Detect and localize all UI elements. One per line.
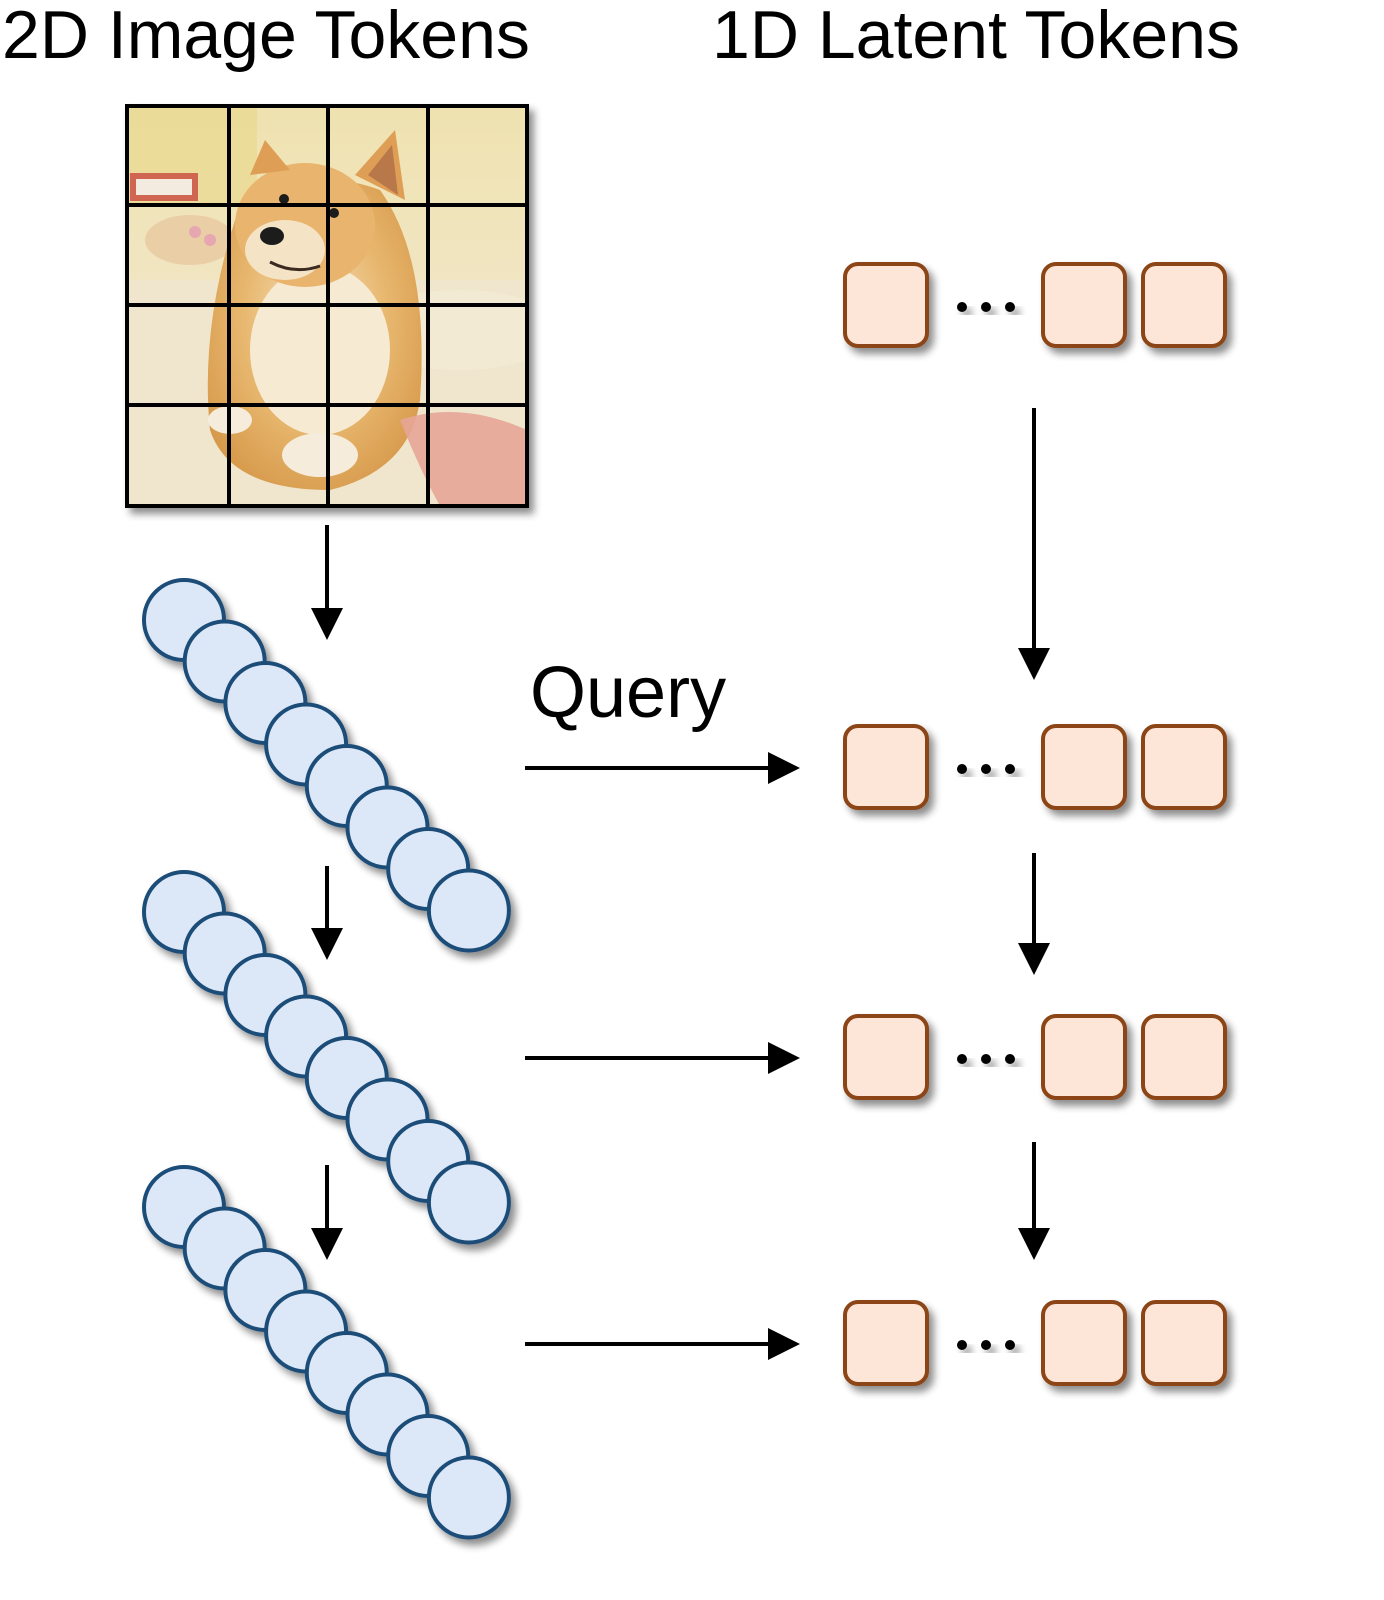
ellipsis-icon <box>957 302 1015 312</box>
latent-tokens-layer-2 <box>843 1014 1227 1100</box>
image-token-sequence-1 <box>142 578 511 953</box>
latent-tokens-layer-3 <box>843 1300 1227 1386</box>
ellipsis-icon <box>957 1054 1015 1064</box>
latent-tokens-layer-1 <box>843 724 1227 810</box>
arrow-right-query-3 <box>525 1328 800 1360</box>
dog-image <box>125 104 529 508</box>
latent-token <box>1041 1300 1127 1386</box>
latent-token <box>1141 262 1227 348</box>
image-token-sequence-2 <box>142 870 511 1245</box>
arrow-right-query-2 <box>525 1042 800 1074</box>
arrow-right-query-1 <box>525 752 800 784</box>
latent-token <box>1141 1300 1227 1386</box>
query-label: Query <box>530 653 727 733</box>
latent-token <box>1141 1014 1227 1100</box>
ellipsis-icon <box>957 1340 1015 1350</box>
image-token <box>426 1160 511 1245</box>
image-token-sequence-3 <box>142 1165 511 1540</box>
ellipsis-icon <box>957 764 1015 774</box>
latent-token <box>1041 724 1127 810</box>
latent-token <box>843 1300 929 1386</box>
arrow-down-latent-2-to-3 <box>1018 1142 1050 1260</box>
latent-token <box>843 1014 929 1100</box>
latent-token <box>1041 1014 1127 1100</box>
latent-token <box>1141 724 1227 810</box>
title-2d-image-tokens: 2D Image Tokens <box>2 0 530 73</box>
arrow-down-latent-1-to-2 <box>1018 853 1050 975</box>
image-grid <box>125 104 529 508</box>
image-token <box>426 1455 511 1540</box>
latent-tokens-initial <box>843 262 1227 348</box>
title-1d-latent-tokens: 1D Latent Tokens <box>712 0 1240 73</box>
latent-token <box>1041 262 1127 348</box>
arrow-down-latent-init <box>1018 408 1050 680</box>
arrow-down-tokens-2-to-3 <box>311 1165 343 1260</box>
arrow-down-image-to-tokens <box>311 525 343 640</box>
latent-token <box>843 724 929 810</box>
image-token <box>426 868 511 953</box>
latent-token <box>843 262 929 348</box>
arrow-down-tokens-1-to-2 <box>311 866 343 960</box>
